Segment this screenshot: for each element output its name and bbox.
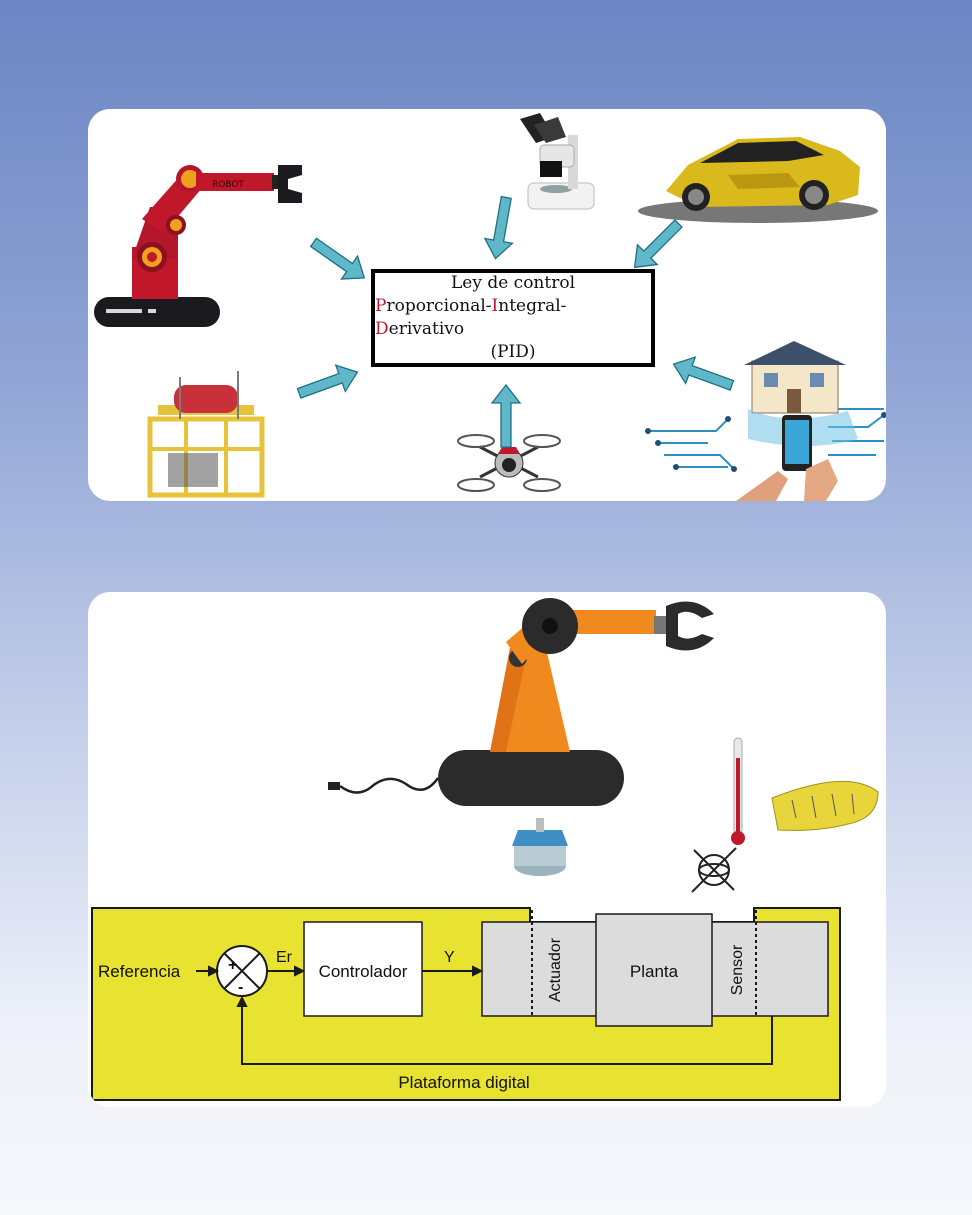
arrow-from-microscope <box>483 195 514 260</box>
gyroscope-icon <box>691 847 737 893</box>
plant-label: Planta <box>630 962 679 981</box>
p-initial: P <box>375 296 387 316</box>
plant-block <box>595 913 713 1027</box>
industrial-tank-icon <box>147 371 265 498</box>
thermometer-icon <box>731 737 745 845</box>
controller-block <box>303 921 423 1017</box>
control-loop-panel: Referencia + - Er Controlador Y Planta A… <box>88 592 886 1107</box>
microscope-icon <box>520 113 595 210</box>
power-cable-icon <box>328 777 440 794</box>
pid-control-law-box: Ley de control Proporcional-Integral- Der… <box>371 269 655 367</box>
p-rest: roporcional- <box>386 296 492 316</box>
arrow-from-robot <box>309 237 366 280</box>
i-initial: I <box>491 296 499 316</box>
block-diagram: Referencia + - Er Controlador Y Planta A… <box>91 907 841 1101</box>
arrow-from-smart-home <box>672 356 735 391</box>
drone-icon <box>457 434 561 492</box>
control-loop-illustration: Referencia + - Er Controlador Y Planta A… <box>91 598 879 1101</box>
applications-illustration: ROBOT <box>94 113 886 501</box>
i-rest: ntegral- <box>498 296 567 316</box>
stepper-motor-icon <box>512 818 568 876</box>
output-label: Y <box>444 949 455 966</box>
pid-title-line: Ley de control <box>450 273 576 293</box>
pid-applications-panel: ROBOT <box>88 109 886 501</box>
pid-acronym-line: (PID) <box>490 342 536 362</box>
tape-measure-icon <box>771 780 879 831</box>
arrow-from-car <box>633 219 683 269</box>
arrow-from-tank <box>296 364 359 399</box>
sum-minus-sign: - <box>238 979 243 996</box>
robot-arm-icon: ROBOT <box>94 165 302 327</box>
smart-home-icon <box>645 341 886 501</box>
signal-arrows <box>196 965 773 1065</box>
input-arrows <box>296 195 735 448</box>
actuator-label: Actuador <box>547 937 564 1002</box>
error-label: Er <box>276 949 293 966</box>
sensor-label: Sensor <box>729 944 746 995</box>
sports-car-icon <box>638 137 878 223</box>
d-initial: D <box>375 319 389 339</box>
controller-label: Controlador <box>319 962 408 981</box>
robot-arm-label: ROBOT <box>212 180 244 190</box>
reference-label: Referencia <box>98 962 181 981</box>
orange-robot-arm-icon <box>438 598 714 806</box>
sum-plus-sign: + <box>228 957 237 974</box>
pid-expansion-line: Proporcional-Integral- Derivativo <box>375 295 651 341</box>
digital-platform-label: Plataforma digital <box>398 1073 529 1092</box>
arrow-from-drone <box>490 383 522 448</box>
d-rest: erivativo <box>388 319 465 339</box>
